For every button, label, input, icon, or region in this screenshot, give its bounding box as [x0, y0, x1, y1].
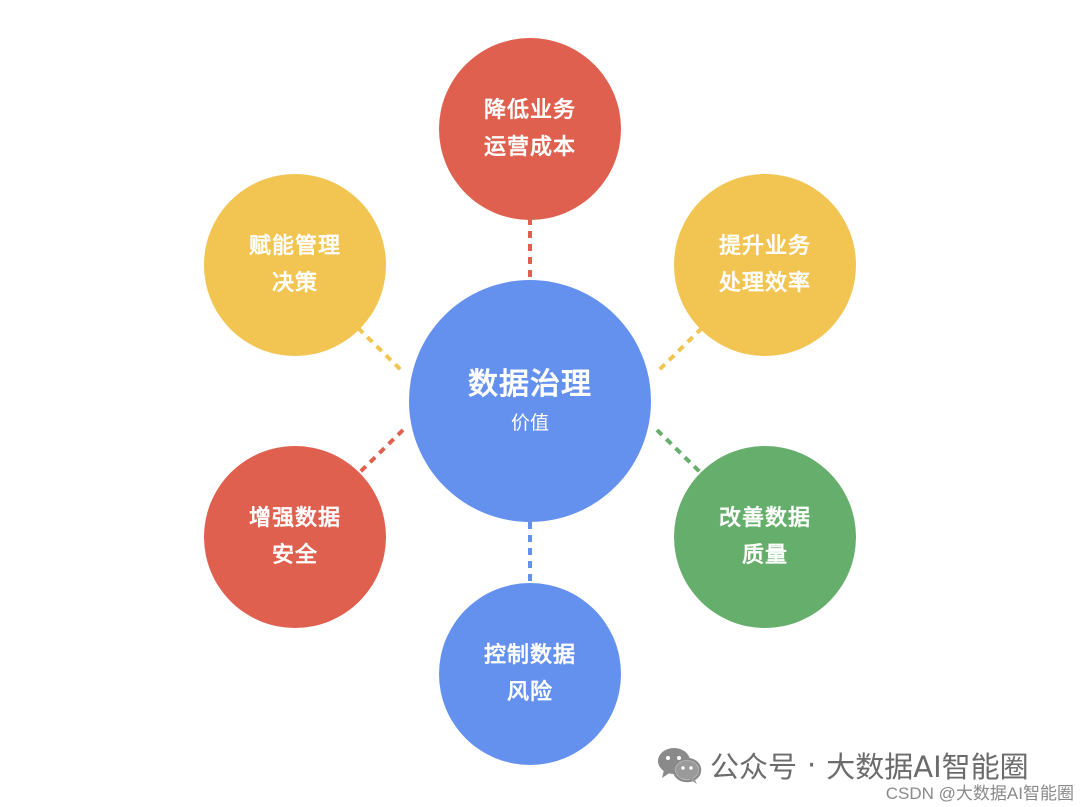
node-label-line1: 赋能管理: [248, 234, 341, 259]
connector-upper-right: [655, 326, 704, 374]
node-reduce-cost: 降低业务 运营成本: [439, 38, 621, 220]
node-label-line1: 改善数据: [718, 506, 811, 531]
node-label-line1: 控制数据: [483, 643, 576, 668]
node-empower-decision: 赋能管理 决策: [204, 174, 386, 356]
wechat-watermark: 公众号 · 大数据AI智能圈: [656, 744, 1029, 786]
node-improve-efficiency: 提升业务 处理效率: [674, 174, 856, 356]
node-label-line2: 质量: [741, 543, 788, 568]
connector-lower-right: [655, 428, 704, 476]
node-label-line2: 处理效率: [718, 271, 811, 296]
node-label-line1: 增强数据: [248, 506, 341, 531]
node-enhance-security: 增强数据 安全: [204, 446, 386, 628]
node-label-line2: 安全: [271, 543, 318, 568]
node-improve-quality: 改善数据 质量: [674, 446, 856, 628]
node-label-line2: 决策: [271, 271, 318, 296]
connector-upper-left: [356, 326, 405, 374]
node-label-line1: 提升业务: [718, 234, 811, 259]
watermark-separator: ·: [807, 748, 817, 782]
node-label-line2: 风险: [506, 680, 553, 705]
watermark-name: 大数据AI智能圈: [826, 750, 1029, 784]
node-label-line1: 降低业务: [483, 98, 576, 123]
node-control-risk: 控制数据 风险: [439, 583, 621, 765]
wechat-icon: [658, 748, 702, 784]
connector-lower-left: [356, 428, 405, 476]
watermark-account: 公众号: [710, 750, 798, 784]
csdn-credit: CSDN @大数据AI智能圈: [885, 784, 1074, 803]
center-subtitle: 价值: [510, 412, 549, 434]
center-title: 数据治理: [468, 367, 592, 402]
node-label-line2: 运营成本: [483, 135, 576, 160]
center-data-governance: 数据治理 价值: [409, 280, 651, 522]
